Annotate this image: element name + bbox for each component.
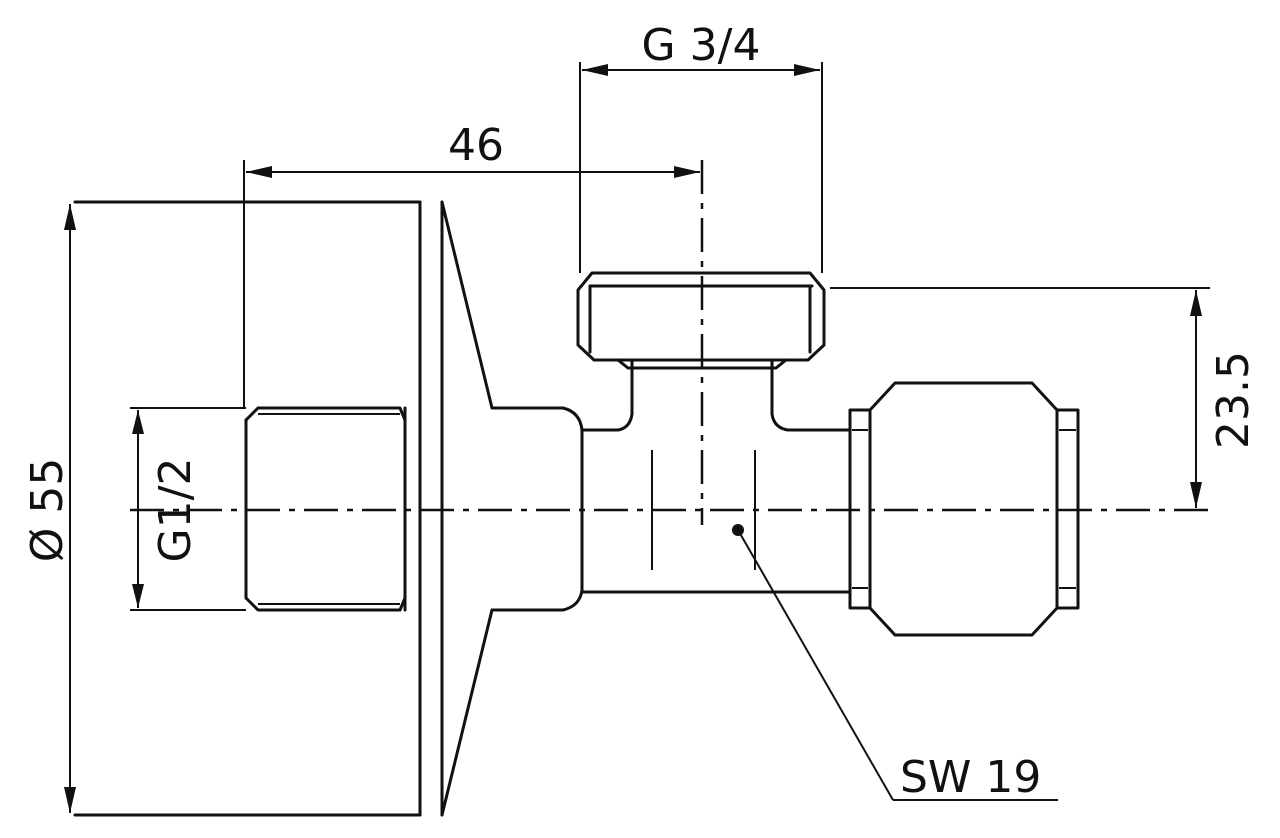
diameter-dimension <box>64 204 76 813</box>
outlet-thread-dimension <box>579 62 823 273</box>
wrench-size-leader <box>732 524 1058 801</box>
wall-rosette <box>73 200 494 817</box>
valve-body <box>490 360 852 612</box>
length-label: 46 <box>448 120 504 171</box>
wrench-size-label: SW 19 <box>900 752 1041 803</box>
inlet-thread-label: G1/2 <box>150 458 201 563</box>
inlet-thread <box>244 406 407 612</box>
height-dimension <box>830 287 1210 508</box>
diameter-label: Ø 55 <box>22 458 73 563</box>
height-label: 23.5 <box>1208 351 1259 449</box>
length-dimension <box>243 160 700 408</box>
centre-lines <box>130 160 1210 525</box>
outlet-thread-label: G 3/4 <box>642 20 761 71</box>
inlet-thread-dimension <box>130 407 246 611</box>
